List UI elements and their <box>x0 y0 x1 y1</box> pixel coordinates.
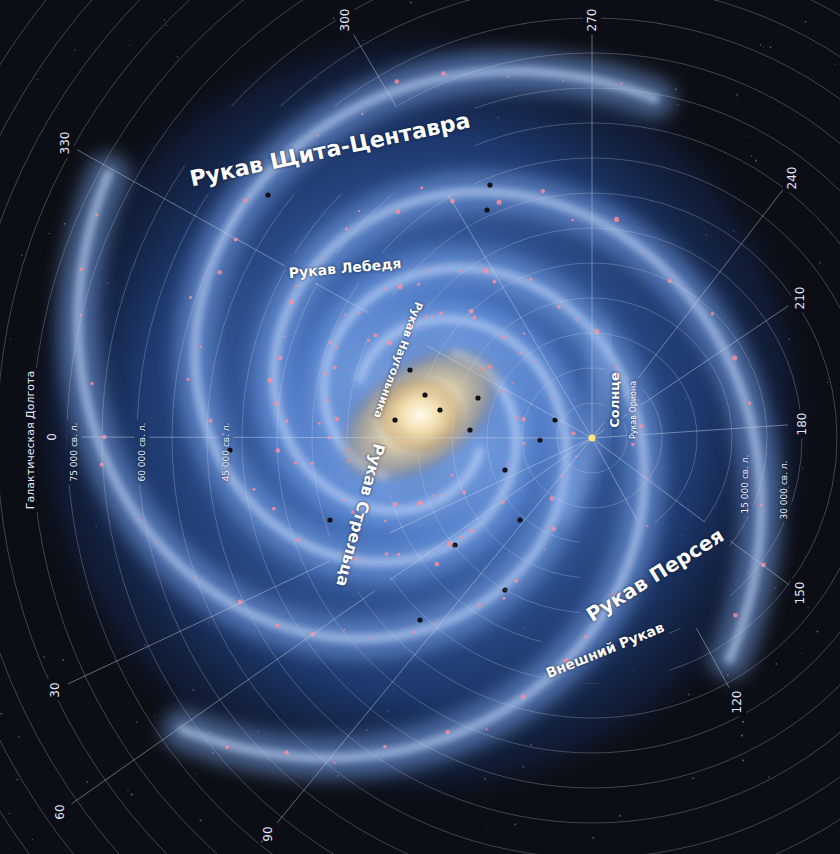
arm-name: Рукав Наугольника <box>372 300 424 420</box>
longitude-number: 90 <box>262 826 274 841</box>
ink-marks <box>227 182 557 622</box>
longitude-number: 300 <box>339 9 351 32</box>
longitude-number: 120 <box>731 691 743 714</box>
longitude-number: 330 <box>59 132 71 155</box>
distance-label: 15 000 св. л. <box>741 455 750 514</box>
galactic-bar <box>311 315 530 514</box>
longitude-number: 0 <box>46 433 58 441</box>
distance-label: 60 000 св. л. <box>138 423 147 482</box>
arm-name: Рукав Стрельца <box>333 442 387 588</box>
arm-name: Рукав Лебедя <box>288 256 402 280</box>
distance-label: 30 000 св. л. <box>780 461 789 520</box>
nebula-dots <box>79 71 766 763</box>
arm-name: Рукав Персея <box>583 525 727 625</box>
longitude-number: 210 <box>794 287 806 310</box>
axis-title: Галактическая Долгота <box>25 371 36 509</box>
sun-marker <box>589 435 596 442</box>
longitude-number: 60 <box>54 804 66 819</box>
distance-label: 75 000 св. л. <box>70 423 79 482</box>
arm-name: Рукав Щита-Центавра <box>188 110 472 191</box>
sun-label: Солнце <box>608 372 621 427</box>
arm-name: Внешний Рукав <box>544 620 666 680</box>
arm-name: Рукав Ориона <box>630 381 638 439</box>
distance-label: 45 000 св. л. <box>222 423 231 482</box>
longitude-number: 180 <box>796 413 808 436</box>
longitude-number: 30 <box>49 682 61 697</box>
longitude-number: 240 <box>786 167 798 190</box>
longitude-number: 150 <box>794 582 806 605</box>
longitude-number: 270 <box>586 9 598 32</box>
